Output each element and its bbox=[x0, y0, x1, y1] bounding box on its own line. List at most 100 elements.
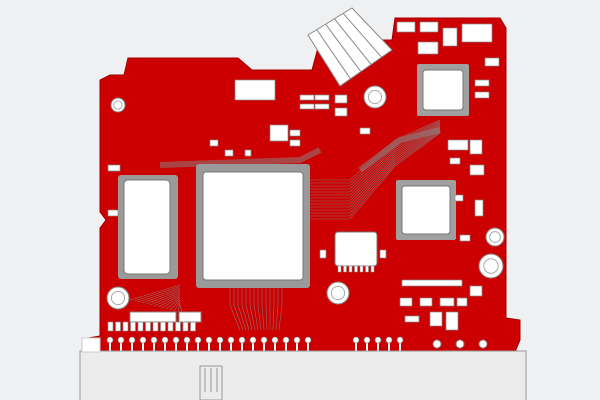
pin-pad bbox=[161, 336, 169, 344]
mounting-hole bbox=[485, 227, 505, 247]
trace bbox=[177, 302, 181, 313]
smd-part bbox=[484, 57, 500, 67]
smd-part bbox=[399, 297, 413, 307]
trace bbox=[272, 288, 275, 331]
trace bbox=[153, 293, 181, 307]
resistor-array-pad bbox=[190, 321, 196, 332]
pin-pad bbox=[139, 336, 147, 344]
mounting-hole bbox=[326, 281, 350, 305]
smd-part bbox=[299, 103, 315, 110]
smd-part bbox=[474, 199, 484, 217]
motor-driver-chip bbox=[417, 64, 469, 116]
smd-part bbox=[439, 297, 455, 307]
trace bbox=[278, 288, 283, 331]
pin-pad bbox=[304, 336, 312, 344]
resistor-array-pad bbox=[167, 321, 174, 332]
chip-pin bbox=[354, 265, 358, 273]
trace bbox=[129, 284, 181, 301]
chip-pin bbox=[343, 265, 347, 273]
trace-bus bbox=[358, 127, 441, 173]
resistor-array-pad bbox=[145, 321, 151, 332]
test-pad bbox=[432, 339, 442, 349]
chip-pin bbox=[359, 265, 364, 273]
pin-pad bbox=[106, 336, 114, 344]
resistor-array-pad bbox=[107, 321, 114, 332]
pin-pad bbox=[293, 336, 301, 344]
circuit-traces bbox=[129, 119, 441, 331]
pin-pad bbox=[271, 336, 279, 344]
ribbon-wire bbox=[325, 23, 362, 72]
trace bbox=[253, 288, 259, 331]
resistor-array-pad bbox=[130, 321, 136, 332]
smd-part bbox=[474, 79, 490, 87]
main-processor-chip bbox=[196, 164, 310, 288]
pin-pad bbox=[183, 336, 191, 344]
trace bbox=[245, 288, 253, 331]
header-pins bbox=[106, 336, 488, 351]
resistor-array-pad bbox=[115, 321, 121, 332]
ribbon-wire bbox=[316, 29, 351, 80]
pin-pad bbox=[238, 336, 246, 344]
pin-pad bbox=[216, 336, 224, 344]
hole-ring bbox=[367, 89, 383, 105]
mounting-hole bbox=[110, 97, 126, 113]
trace bbox=[306, 132, 441, 220]
smd-part bbox=[469, 164, 485, 176]
pin-pad bbox=[194, 336, 202, 344]
trace bbox=[261, 288, 265, 331]
mounting-hole bbox=[363, 85, 387, 109]
smd-part bbox=[447, 139, 469, 151]
ribbon-wire bbox=[342, 13, 382, 58]
trace bbox=[165, 298, 181, 310]
pin-pad bbox=[249, 336, 257, 344]
hole-ring bbox=[483, 258, 499, 274]
mounting-hole bbox=[106, 286, 130, 310]
ide-connector bbox=[79, 337, 527, 400]
trace bbox=[306, 129, 441, 211]
smd-part bbox=[474, 91, 490, 99]
smd-part bbox=[401, 279, 463, 287]
chip-pin bbox=[348, 265, 353, 273]
chip-pin bbox=[337, 265, 342, 273]
smd-part bbox=[269, 124, 289, 142]
pin-pad bbox=[227, 336, 235, 344]
test-pad bbox=[478, 339, 488, 349]
smd-part bbox=[379, 249, 387, 259]
ribbon-connector bbox=[307, 7, 393, 87]
smd-part bbox=[299, 94, 315, 101]
resistor-array-pad bbox=[175, 321, 181, 332]
smd-part bbox=[359, 127, 371, 135]
smd-part bbox=[209, 139, 219, 147]
chip-pin bbox=[370, 265, 375, 273]
trace bbox=[257, 288, 262, 331]
resistor-array-pad bbox=[152, 321, 159, 332]
pin-pad bbox=[374, 336, 382, 344]
resistor-array-pad bbox=[122, 321, 129, 332]
ribbon-wire bbox=[334, 18, 372, 65]
trace bbox=[157, 295, 181, 308]
trace bbox=[233, 288, 244, 331]
trace bbox=[306, 125, 441, 199]
smd-part bbox=[314, 103, 330, 110]
trace bbox=[169, 299, 181, 311]
smd-part bbox=[404, 315, 420, 323]
trace bbox=[241, 288, 250, 331]
small-chip bbox=[334, 231, 378, 273]
smd-part bbox=[469, 285, 483, 297]
hole-ring bbox=[110, 290, 126, 306]
pin-pad bbox=[260, 336, 268, 344]
smd-part bbox=[429, 311, 443, 327]
smd-part bbox=[419, 297, 433, 307]
smd-part bbox=[445, 311, 459, 331]
pin-pad bbox=[128, 336, 136, 344]
smd-part bbox=[107, 209, 119, 217]
trace bbox=[141, 289, 181, 304]
trace bbox=[133, 286, 181, 302]
trace bbox=[237, 288, 247, 331]
pin-pad bbox=[172, 336, 180, 344]
trace bbox=[306, 126, 441, 202]
resistor-array-pad bbox=[137, 321, 144, 332]
smd-part bbox=[449, 157, 461, 165]
